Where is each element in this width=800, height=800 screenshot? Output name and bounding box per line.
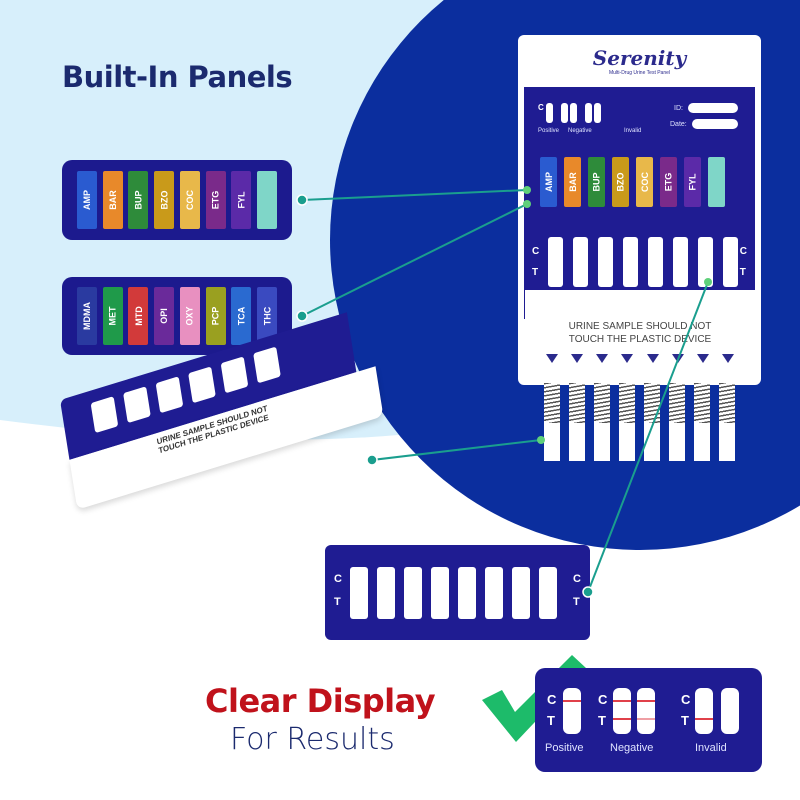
- sample-wick: [694, 383, 710, 461]
- drug-strip-label: PCP: [210, 306, 221, 326]
- legend-positive: Positive: [545, 742, 584, 754]
- drug-strip-label: BAR: [107, 190, 118, 210]
- drug-strip-bzo: BZO: [154, 171, 175, 229]
- tagline-line-1: Clear Display: [205, 682, 436, 720]
- drug-strip-label: BAR: [567, 172, 578, 192]
- drug-strip-label: MET: [107, 306, 118, 326]
- drug-strip-pcp: PCP: [205, 287, 226, 345]
- drug-strip-label: ETG: [663, 172, 674, 192]
- drug-strip-mtd: MTD: [128, 287, 149, 345]
- drug-strip-label: COC: [639, 172, 650, 192]
- drug-strip-thc: THC: [257, 287, 278, 345]
- page-title: Built-In Panels: [62, 60, 293, 94]
- drug-strip-label: AMP: [81, 190, 92, 210]
- drug-strip-tca: TCA: [231, 287, 252, 345]
- sample-wick: [644, 383, 660, 461]
- id-field: [688, 103, 738, 113]
- card-strips: AMP BAR BUP BZO COC ETG FYL: [540, 157, 725, 207]
- legend-negative: Negative: [610, 742, 654, 754]
- drug-strip-bzo: BZO: [612, 157, 629, 207]
- drug-strip-label: COC: [184, 190, 195, 210]
- c-label: C: [538, 103, 544, 112]
- mini-invalid-label: Invalid: [624, 128, 642, 134]
- drug-strip-label: ETG: [210, 190, 221, 210]
- drug-strip-etg: ETG: [205, 171, 226, 229]
- tagline-line-2: For Results: [230, 722, 395, 757]
- drug-strip-label: OPI: [159, 308, 170, 324]
- drug-strip-label: BUP: [591, 172, 602, 192]
- result-windows: [548, 237, 738, 287]
- drug-strip-label: BZO: [615, 172, 626, 192]
- drug-strip-met: MET: [102, 287, 123, 345]
- drug-strip-label: MDMA: [81, 302, 92, 330]
- drug-strip-oxy: OXY: [179, 287, 200, 345]
- drug-strip-bup: BUP: [128, 171, 149, 229]
- id-label: ID:: [674, 105, 683, 112]
- panel-strip-set-1: AMP BAR BUP BZO COC ETG FYL: [62, 160, 292, 240]
- drug-strip-unlabeled: [257, 171, 278, 229]
- drug-strip-unlabeled: [708, 157, 725, 207]
- drug-strip-fyl: FYL: [231, 171, 252, 229]
- sample-wick: [669, 383, 685, 461]
- mini-positive-label: Positive: [538, 128, 560, 134]
- drug-strip-label: MTD: [133, 306, 144, 326]
- drug-strip-label: OXY: [184, 306, 195, 326]
- drug-strip-amp: AMP: [540, 157, 557, 207]
- drug-strip-label: BUP: [133, 190, 144, 210]
- sample-wick: [569, 383, 585, 461]
- drug-strip-fyl: FYL: [684, 157, 701, 207]
- mini-legend: C: [538, 103, 601, 123]
- mini-negative-label: Negative: [568, 128, 592, 134]
- sample-wick: [594, 383, 610, 461]
- drug-strip-amp: AMP: [76, 171, 97, 229]
- brand-logo: Serenity: [592, 46, 687, 70]
- drug-strip-label: AMP: [543, 172, 554, 192]
- drug-strip-bup: BUP: [588, 157, 605, 207]
- dip-arrows: [525, 346, 755, 363]
- drug-strip-opi: OPI: [154, 287, 175, 345]
- legend-invalid: Invalid: [695, 742, 727, 754]
- drug-strip-mdma: MDMA: [76, 287, 97, 345]
- date-field: [692, 119, 738, 129]
- drug-strip-label: BZO: [159, 190, 170, 210]
- sample-wick: [719, 383, 735, 461]
- drug-strip-bar: BAR: [102, 171, 123, 229]
- sample-wick: [544, 383, 560, 461]
- card-body: C Positive Negative Invalid ID: Date: AM…: [524, 87, 755, 319]
- drug-strip-bar: BAR: [564, 157, 581, 207]
- drug-strip-label: TCA: [236, 306, 247, 326]
- drug-strip-label: THC: [262, 306, 273, 326]
- drug-strip-coc: COC: [636, 157, 653, 207]
- drug-strip-etg: ETG: [660, 157, 677, 207]
- drug-strip-label: FYL: [687, 173, 698, 191]
- drug-strip-coc: COC: [179, 171, 200, 229]
- date-label: Date:: [670, 121, 687, 128]
- brand-subtitle: Multi-Drug Urine Test Panel: [608, 70, 671, 76]
- drug-strip-label: FYL: [236, 191, 247, 209]
- sample-wick: [619, 383, 635, 461]
